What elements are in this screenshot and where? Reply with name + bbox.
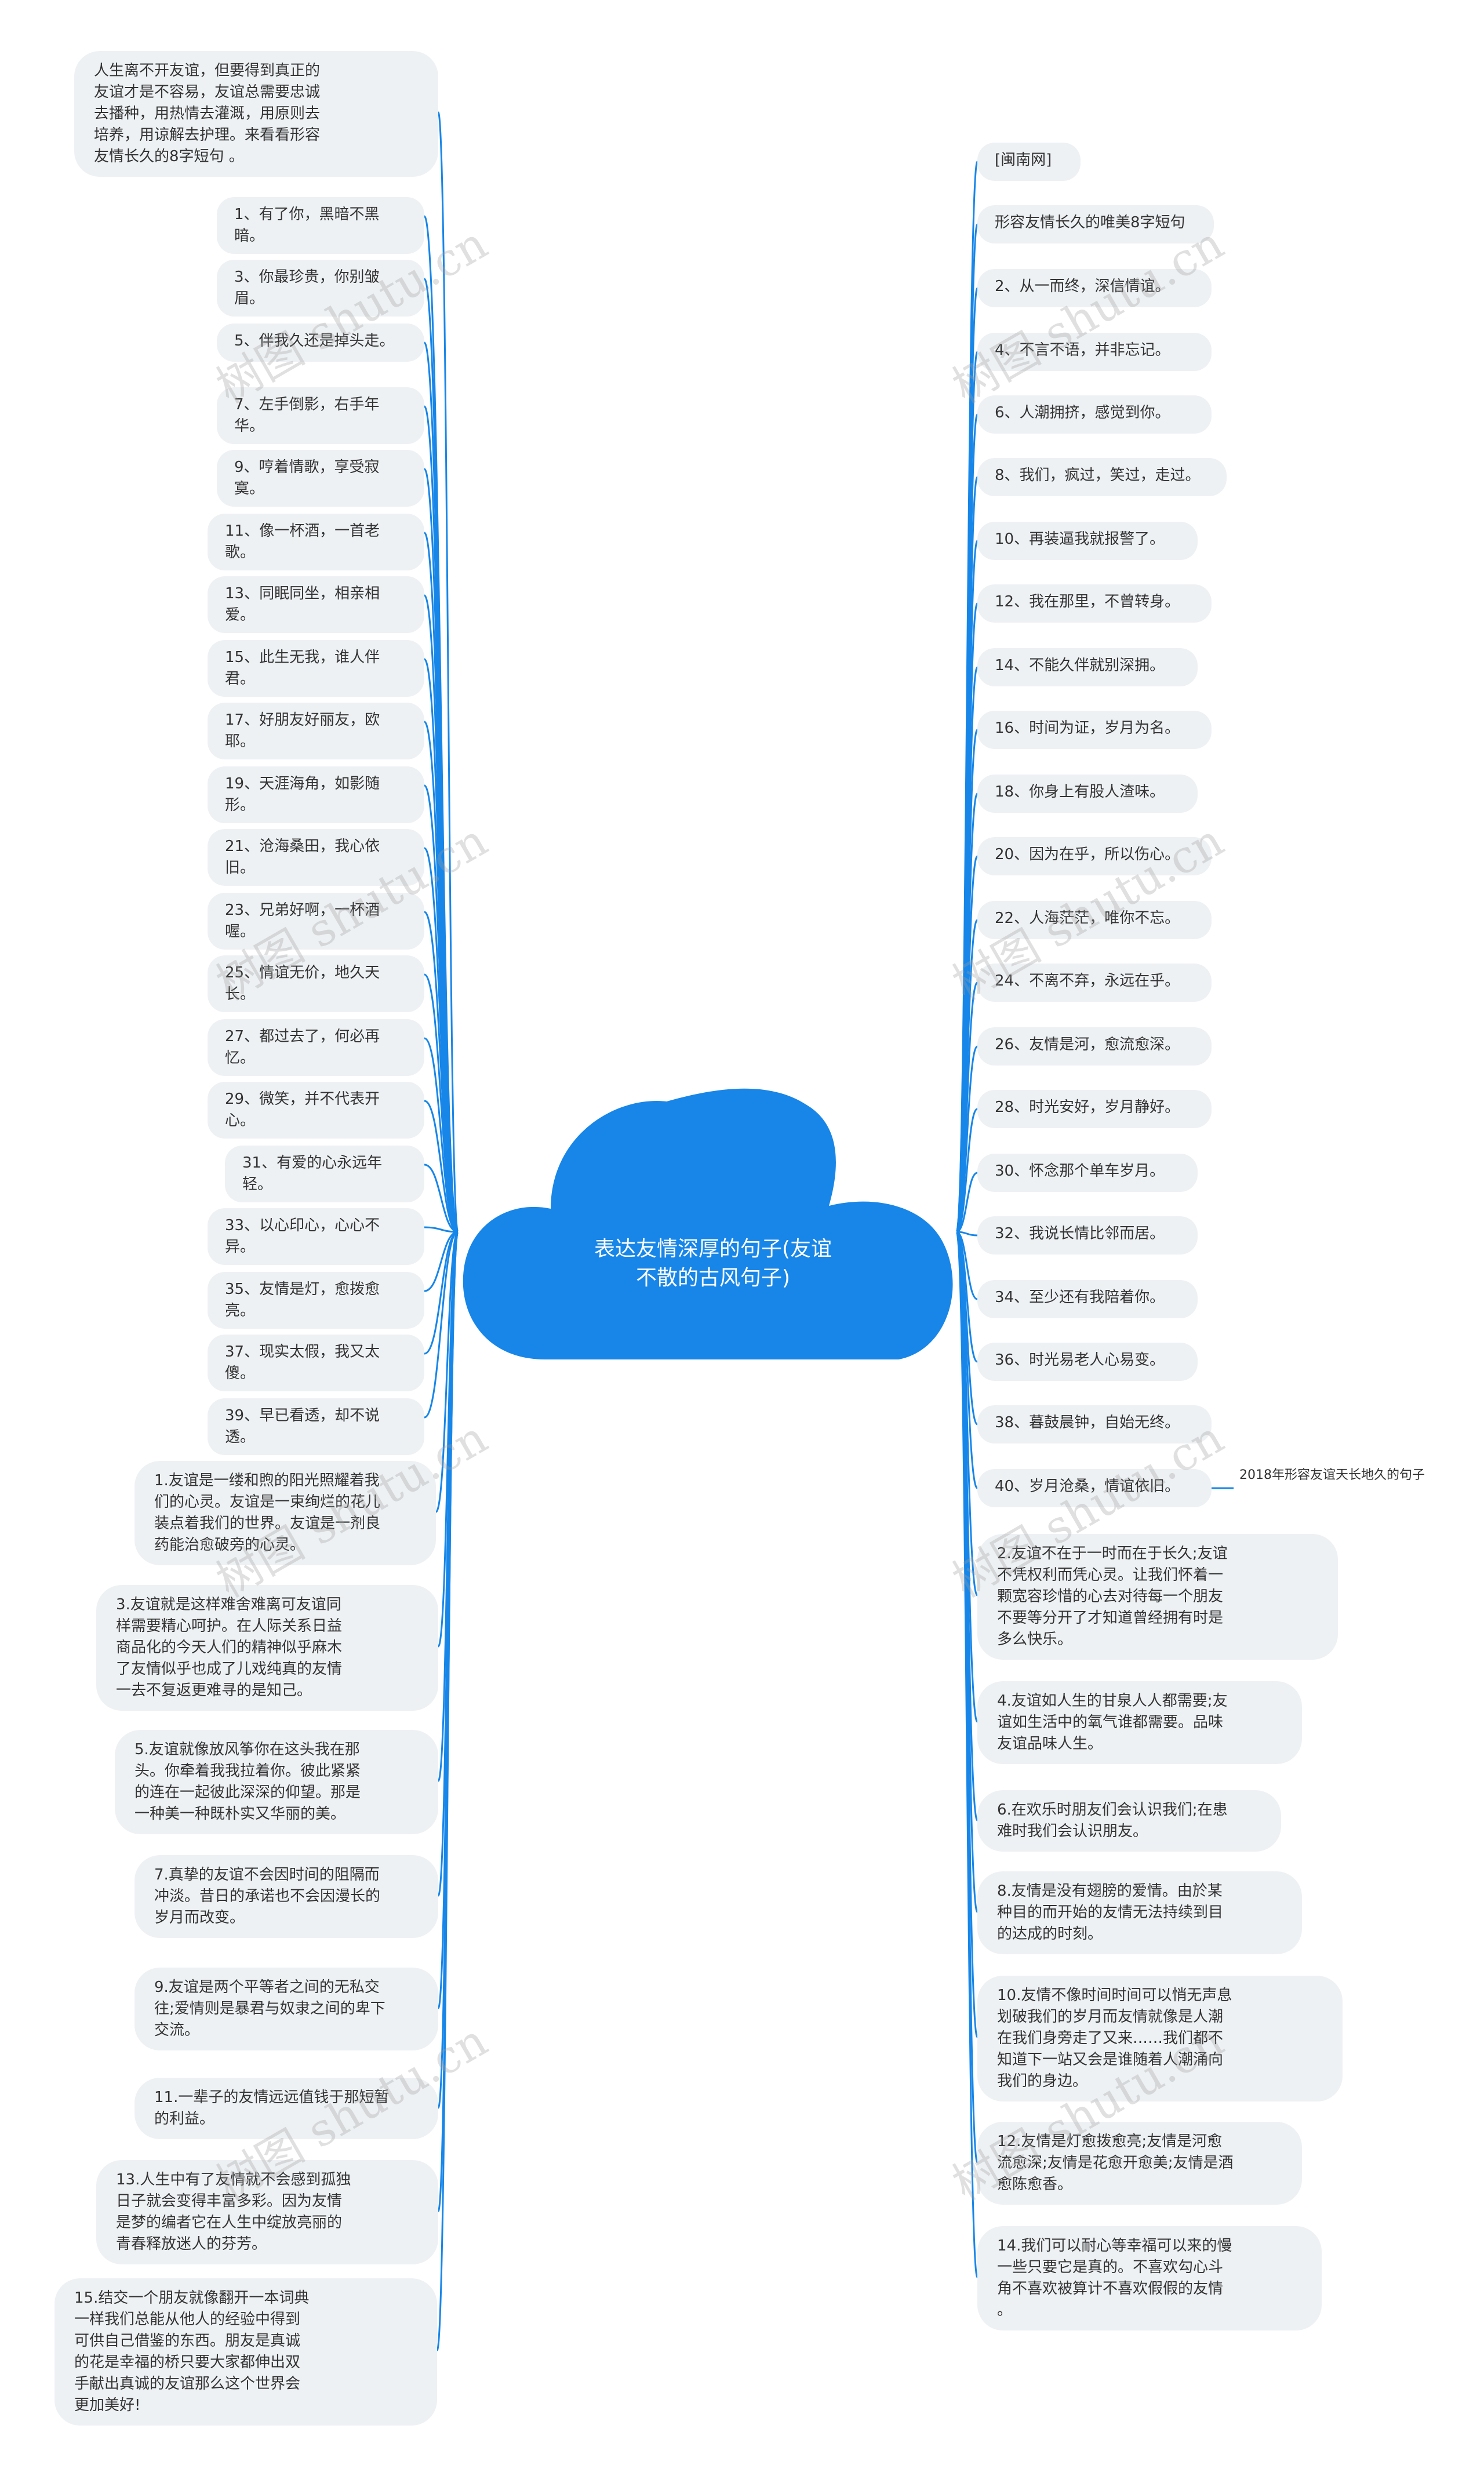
mindmap-node[interactable]: 20、因为在乎，所以伤心。 — [977, 837, 1212, 875]
mindmap-node[interactable]: 3.友谊就是这样难舍难离可友谊同 样需要精心呵护。在人际关系日益 商品化的今天人… — [96, 1585, 438, 1711]
center-cloud-shape — [463, 1088, 953, 1359]
mindmap-node[interactable]: 30、怀念那个单车岁月。 — [977, 1154, 1198, 1192]
mindmap-node[interactable]: 13、同眠同坐，相亲相爱。 — [208, 576, 424, 633]
mindmap-node[interactable]: 5.友谊就像放风筝你在这头我在那 头。你牵着我我拉着你。彼此紧紧 的连在一起彼此… — [115, 1730, 438, 1834]
mindmap-node[interactable]: 12.友情是灯愈拨愈亮;友情是河愈 流愈深;友情是花愈开愈美;友情是酒 愈陈愈香… — [977, 2122, 1302, 2205]
mindmap-node[interactable]: 32、我说长情比邻而居。 — [977, 1216, 1198, 1255]
mindmap-node[interactable]: 40、岁月沧桑，情谊依旧。 — [977, 1469, 1212, 1507]
mindmap-node[interactable]: 12、我在那里，不曾转身。 — [977, 584, 1212, 623]
mindmap-node[interactable]: 18、你身上有股人渣味。 — [977, 775, 1198, 813]
mindmap-node[interactable]: 形容友情长久的唯美8字短句 — [977, 205, 1214, 243]
mindmap-node[interactable]: 33、以心印心，心心不异。 — [208, 1208, 424, 1265]
mindmap-node[interactable]: 15.结交一个朋友就像翻开一本词典 一样我们总能从他人的经验中得到 可供自己借鉴… — [54, 2278, 437, 2426]
mindmap-node[interactable]: 15、此生无我，谁人伴君。 — [208, 640, 424, 697]
mindmap-node[interactable]: [闽南网] — [977, 143, 1081, 181]
mindmap-node[interactable]: 29、微笑，并不代表开心。 — [208, 1082, 424, 1139]
mindmap-node[interactable]: 6、人潮拥挤，感觉到你。 — [977, 395, 1212, 434]
connector-line — [955, 1231, 979, 2278]
mindmap-node[interactable]: 7、左手倒影，右手年华。 — [217, 387, 424, 444]
mindmap-node[interactable]: 10.友情不像时间时间可以悄无声息 划破我们的岁月而友情就像是人潮 在我们身旁走… — [977, 1976, 1343, 2101]
mindmap-node[interactable]: 35、友情是灯，愈拨愈亮。 — [208, 1272, 424, 1329]
connector-line — [424, 1100, 459, 1233]
mindmap-node[interactable]: 26、友情是河，愈流愈深。 — [977, 1027, 1212, 1066]
connector-line — [424, 1231, 459, 1292]
connector-line — [424, 1231, 459, 1355]
mindmap-node[interactable]: 9、哼着情歌，享受寂寞。 — [217, 450, 424, 507]
mindmap-node[interactable]: 6.在欢乐时朋友们会认识我们;在患 难时我们会认识朋友。 — [977, 1790, 1281, 1852]
mindmap-node[interactable]: 4、不言不语，并非忘记。 — [977, 333, 1212, 371]
mindmap-node[interactable]: 39、早已看透，却不说透。 — [208, 1398, 424, 1455]
mindmap-node[interactable]: 37、现实太假，我又太傻。 — [208, 1335, 424, 1391]
mindmap-node[interactable]: 21、沧海桑田，我心依旧。 — [208, 829, 424, 886]
mindmap-node[interactable]: 36、时光易老人心易变。 — [977, 1343, 1198, 1381]
mindmap-node[interactable]: 13.人生中有了友情就不会感到孤独 日子就会变得丰富多彩。因为友情 是梦的编者它… — [96, 2160, 438, 2264]
mindmap-node[interactable]: 25、情谊无价，地久天长。 — [208, 955, 424, 1012]
connector-line — [436, 1231, 459, 2351]
side-label[interactable]: 2018年形容友谊天长地久的句子 — [1239, 1468, 1425, 1482]
connector-line — [424, 1226, 459, 1233]
mindmap-node[interactable]: 11、像一杯酒，一首老歌。 — [208, 514, 424, 570]
connector-line — [424, 1037, 459, 1233]
connector-line — [424, 973, 459, 1233]
mindmap-node[interactable]: 8.友情是没有翅膀的爱情。由於某 种目的而开始的友情无法持续到目 的达成的时刻。 — [977, 1871, 1302, 1954]
mindmap-node[interactable]: 9.友谊是两个平等者之间的无私交 往;爱情则是暴君与奴隶之间的卑下 交流。 — [134, 1968, 438, 2050]
mindmap-node[interactable]: 1、有了你，黑暗不黑暗。 — [217, 197, 424, 254]
mindmap-node[interactable]: 4.友谊如人生的甘泉人人都需要;友 谊如生活中的氧气谁都需要。品味 友谊品味人生… — [977, 1681, 1302, 1764]
connector-line — [424, 1231, 459, 1419]
mindmap-node[interactable]: 16、时间为证，岁月为名。 — [977, 711, 1212, 749]
mindmap-node[interactable]: 14、不能久伴就别深拥。 — [977, 648, 1198, 686]
mindmap-node[interactable]: 1.友谊是一缕和煦的阳光照耀着我 们的心灵。友谊是一束绚烂的花儿 装点着我们的世… — [134, 1461, 436, 1565]
connector-line — [424, 1164, 459, 1233]
mindmap-node[interactable]: 28、时光安好，岁月静好。 — [977, 1090, 1212, 1128]
center-topic[interactable]: 表达友情深厚的句子(友谊 不散的古风句子) — [594, 1237, 832, 1290]
connector-line — [437, 111, 459, 1233]
mindmap-node[interactable]: 2、从一而终，深信情谊。 — [977, 269, 1212, 307]
mindmap-node[interactable]: 7.真挚的友谊不会因时间的阻隔而 冲淡。昔日的承诺也不会因漫长的 岁月而改变。 — [134, 1855, 438, 1938]
mindmap-node[interactable]: 14.我们可以耐心等幸福可以来的慢 一些只要它是真的。不喜欢勾心斗 角不喜欢被算… — [977, 2226, 1322, 2330]
mindmap-node[interactable]: 24、不离不弃，永远在乎。 — [977, 964, 1212, 1002]
mindmap-node[interactable]: 38、暮鼓晨钟，自始无终。 — [977, 1405, 1212, 1444]
connector-line — [956, 1108, 978, 1233]
mindmap-node[interactable]: 17、好朋友好丽友，欧耶。 — [208, 703, 424, 759]
mindmap-node[interactable]: 22、人海茫茫，唯你不忘。 — [977, 901, 1212, 939]
mindmap-node[interactable]: 8、我们，疯过，笑过，走过。 — [977, 458, 1227, 496]
mindmap-node[interactable]: 34、至少还有我陪着你。 — [977, 1280, 1198, 1318]
mindmap-node[interactable]: 23、兄弟好啊，一杯酒喔。 — [208, 893, 424, 950]
mindmap-node[interactable]: 10、再装逼我就报警了。 — [977, 522, 1198, 560]
mindmap-node[interactable]: 11.一辈子的友情远远值钱于那短暂 的利益。 — [134, 2078, 438, 2139]
mindmap-node[interactable]: 2.友谊不在于一时而在于长久;友谊 不凭权利而凭心灵。让我们怀着一 颗宽容珍惜的… — [977, 1534, 1338, 1660]
connector-line — [435, 1231, 459, 1513]
connector-line — [956, 1172, 978, 1233]
mindmap-node[interactable]: 27、都过去了，何必再忆。 — [208, 1019, 424, 1076]
mindmap-node[interactable]: 人生离不开友谊，但要得到真正的 友谊才是不容易，友谊总需要忠诚 去播种，用热情去… — [74, 51, 438, 177]
connector-lines — [423, 111, 1234, 2351]
mindmap-node[interactable]: 19、天涯海角，如影随形。 — [208, 766, 424, 823]
mindmap-node[interactable]: 5、伴我久还是掉头走。 — [217, 323, 424, 362]
mindmap-node[interactable]: 3、你最珍贵，你别皱眉。 — [217, 260, 424, 317]
mindmap-node[interactable]: 31、有爱的心永远年轻。 — [225, 1146, 424, 1202]
